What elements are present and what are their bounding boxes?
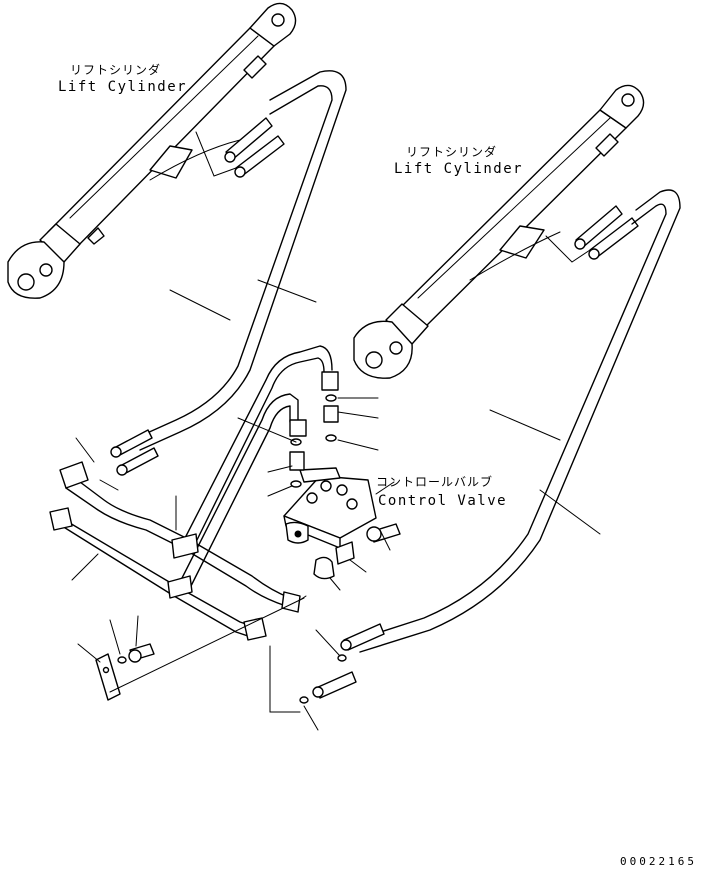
control-valve-label-en: Control Valve: [378, 493, 508, 509]
left-cylinder-hose-fittings: [195, 117, 285, 178]
bracket-and-bolts: [95, 595, 347, 713]
left-lift-cylinder: [7, 2, 297, 299]
cross-tubes: [49, 461, 301, 641]
right-cylinder-label-jp: リフトシリンダ: [406, 145, 498, 159]
valve-tubes: [179, 345, 339, 589]
left-cylinder-label-jp: リフトシリンダ: [70, 63, 162, 77]
document-number: 00022165: [620, 855, 697, 868]
leader-lines: [71, 279, 601, 731]
control-valve-label-jp: コントロールバルブ: [376, 475, 494, 489]
right-cylinder-label-en: Lift Cylinder: [394, 161, 524, 177]
valve-small-parts: [289, 394, 401, 580]
right-cylinder-hose-fittings: [545, 205, 639, 263]
right-long-hose: [312, 189, 681, 699]
left-cylinder-label-en: Lift Cylinder: [58, 79, 188, 95]
right-lift-cylinder: [353, 84, 645, 379]
left-long-hose: [110, 70, 347, 476]
control-valve-body: [283, 467, 377, 549]
